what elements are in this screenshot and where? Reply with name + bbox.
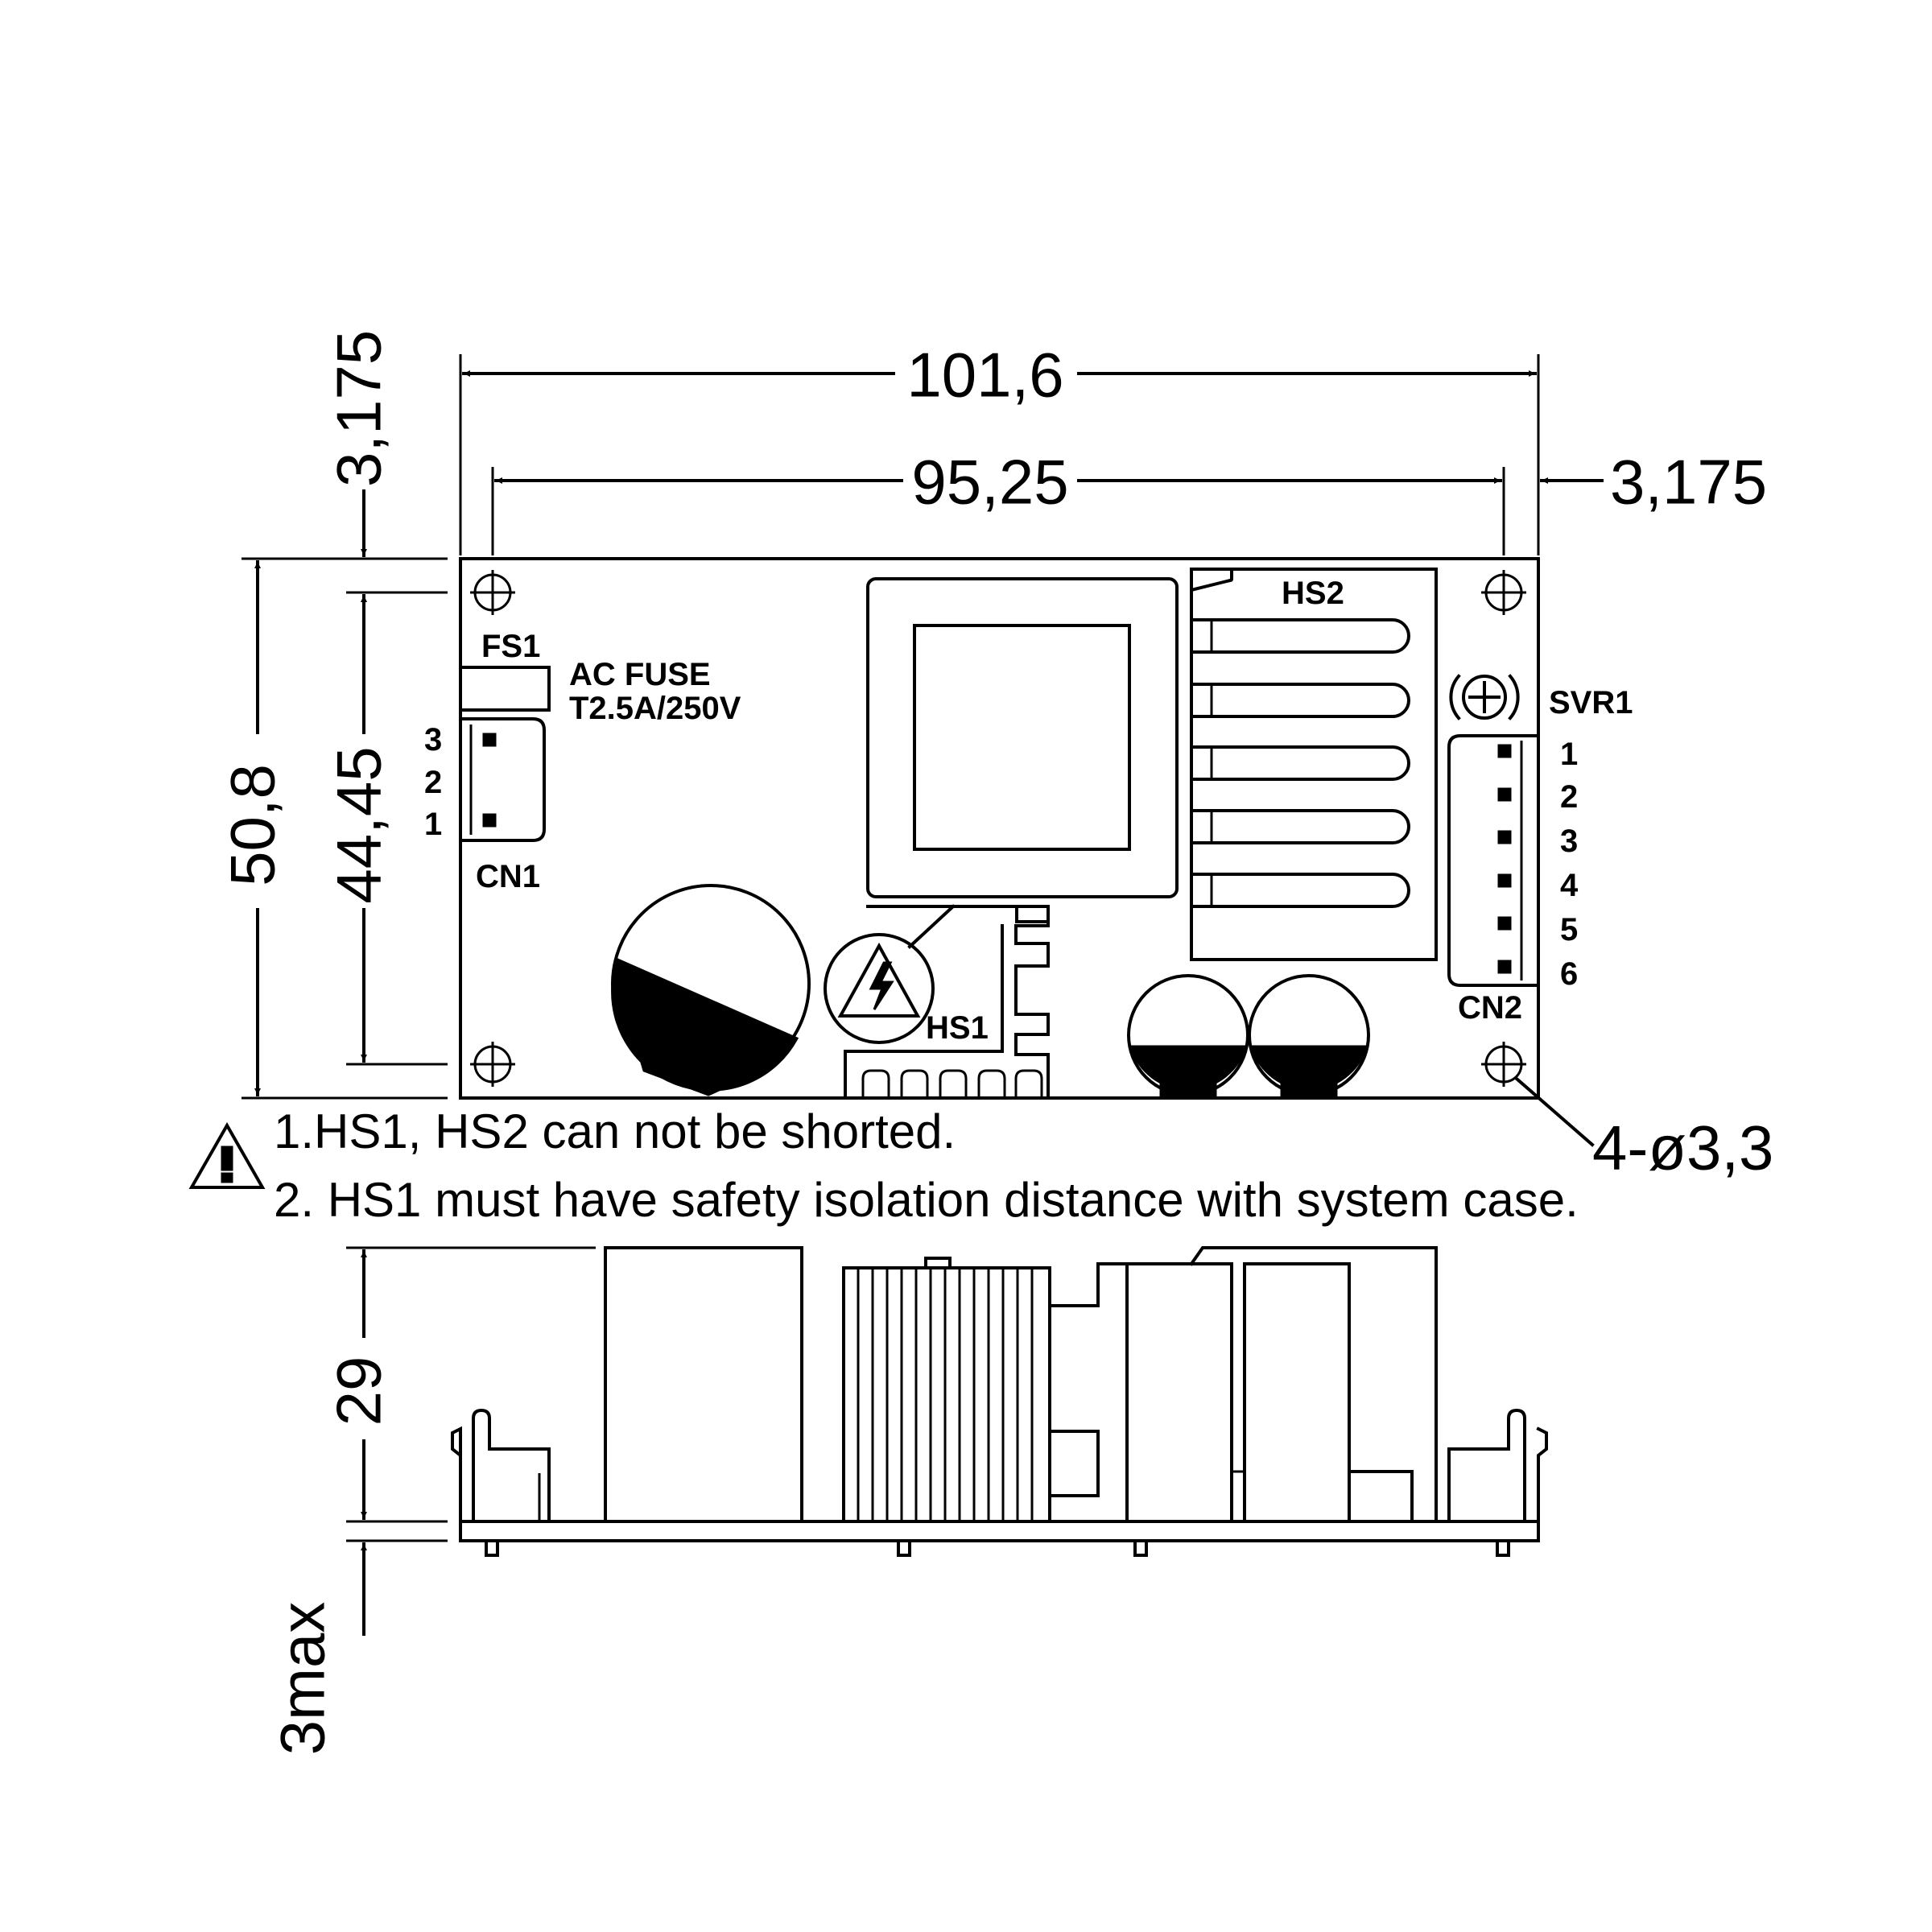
mounting-hole-bottom-left [470, 1042, 515, 1087]
cn2-pin-5: 5 [1560, 912, 1578, 947]
dimension-top-hole-offset: 3,175 [242, 330, 448, 642]
hs2-fins [1190, 618, 1410, 908]
cn2-label: CN2 [1458, 990, 1522, 1026]
high-voltage-icon [824, 904, 956, 1044]
fuse-label: AC FUSE [569, 657, 711, 692]
transformer-side [604, 1246, 803, 1523]
trimmer-svr1: SVR1 [1449, 674, 1633, 720]
warning-triangle-icon [188, 1121, 266, 1189]
top-hole-offset-value: 3,175 [324, 330, 394, 487]
mounting-hole-bottom-right [1481, 1042, 1526, 1087]
board-outline [459, 557, 1540, 1100]
output-connector-cn2: 1 2 3 4 5 6 CN2 [1447, 734, 1579, 1026]
bulk-capacitor [611, 884, 811, 1096]
dimension-hole-spacing-width: 95,25 [491, 447, 1505, 555]
mounting-holes-value: 4-ø3,3 [1592, 1113, 1773, 1183]
output-capacitor-1 [1127, 974, 1249, 1099]
cn2-pin-1: 1 [1560, 737, 1578, 772]
transformer [866, 577, 1179, 898]
dimension-hole-spacing-height: 44,45 [324, 594, 448, 1066]
cn2-pin-3: 3 [1560, 824, 1578, 859]
dimension-overall-width: 101,6 [459, 340, 1540, 555]
component-height-value: 29 [324, 1356, 394, 1426]
heatsink-hs1-side [842, 1257, 1051, 1523]
cn2-pin-6: 6 [1560, 956, 1578, 992]
mounting-hole-top-left [470, 570, 515, 615]
heatsink-hs2: HS2 [1190, 568, 1438, 961]
note-line-2: 2. HS1 must have safety isolation distan… [274, 1173, 1579, 1227]
hole-spacing-width-value: 95,25 [911, 447, 1068, 518]
svr1-label: SVR1 [1549, 685, 1633, 720]
dimension-overall-height: 50,8 [217, 560, 448, 1100]
cn1-label: CN1 [476, 859, 540, 894]
pcb-edge [459, 1520, 1540, 1542]
cn1-pin-2: 2 [424, 765, 442, 800]
fuse-fs1: FS1 AC FUSE T2.5A/250V [459, 629, 741, 726]
overall-height-value: 50,8 [217, 764, 288, 886]
dimension-mounting-holes: 4-ø3,3 [1514, 1076, 1773, 1183]
right-hole-offset-value: 3,175 [1610, 447, 1767, 518]
dimension-component-height: 29 [324, 1246, 596, 1523]
input-connector-cn1: 3 2 1 CN1 [424, 717, 546, 894]
hole-spacing-height-value: 44,45 [324, 746, 394, 903]
dimension-right-hole-offset: 3,175 [1540, 447, 1767, 518]
fuse-ref-label: FS1 [481, 629, 540, 664]
cn2-pin-2: 2 [1560, 779, 1578, 815]
pin-length-value: 3max [267, 1602, 338, 1756]
warning-notes: 1.HS1, HS2 can not be shorted. 2. HS1 mu… [188, 1104, 1579, 1227]
mounting-hole-top-right [1481, 570, 1526, 615]
hs2-label: HS2 [1282, 576, 1344, 611]
overall-width-value: 101,6 [906, 340, 1063, 411]
board-side-view [451, 1246, 1548, 1557]
hs1-label: HS1 [926, 1010, 989, 1046]
heatsink-hs1: HS1 [824, 904, 1050, 1100]
board-top-view: FS1 AC FUSE T2.5A/250V 3 2 1 CN1 HS2 [424, 557, 1633, 1100]
cn1-pin-3: 3 [424, 722, 442, 758]
output-capacitor-2 [1248, 974, 1370, 1099]
cn1-pin-1: 1 [424, 807, 442, 842]
note-line-1: 1.HS1, HS2 can not be shorted. [274, 1104, 956, 1158]
cn2-pin-4: 4 [1560, 868, 1579, 903]
dimension-pin-length: 3max [267, 1539, 448, 1756]
fuse-rating: T2.5A/250V [569, 691, 741, 726]
